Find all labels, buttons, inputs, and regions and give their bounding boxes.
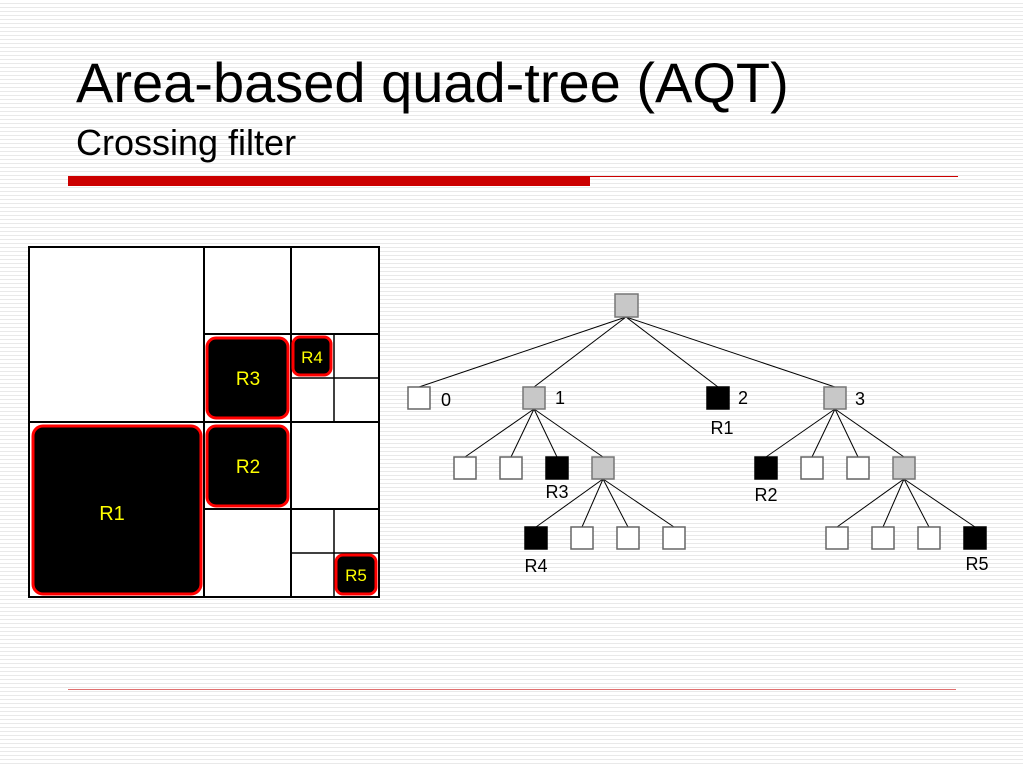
tree-node-3-3-2 <box>917 526 941 550</box>
tree-node-3-1 <box>800 456 824 480</box>
region-r1-label: R1 <box>99 503 125 525</box>
tree-node-1-0 <box>453 456 477 480</box>
tree-edges <box>418 316 976 528</box>
tree-node-1-2-region: R3 <box>545 482 568 502</box>
region-r1: R1 <box>31 424 203 596</box>
tree-node-1-3-0-region: R4 <box>524 556 547 576</box>
slide-subtitle: Crossing filter <box>76 122 297 163</box>
tree-node-1-1 <box>499 456 523 480</box>
tree-node-2-label: 2 <box>738 388 748 408</box>
tree-node-3-3-3-region: R5 <box>965 554 988 574</box>
title-underline-thick <box>68 176 590 186</box>
tree-node-0-label: 0 <box>441 390 451 410</box>
tree-node-3-3 <box>892 456 916 480</box>
footer-divider <box>68 689 956 690</box>
tree-node-1-3-0 <box>524 526 548 550</box>
tree-node-root <box>614 293 639 318</box>
region-r4-label: R4 <box>301 348 323 367</box>
tree-node-3-3-0 <box>825 526 849 550</box>
region-r5: R5 <box>334 553 378 596</box>
tree-node-2 <box>706 386 730 410</box>
tree-node-0 <box>407 386 431 410</box>
region-r4: R4 <box>291 335 333 377</box>
slide-title: Area-based quad-tree (AQT) <box>76 51 789 114</box>
tree-node-3 <box>823 386 847 410</box>
region-r3: R3 <box>205 336 290 420</box>
region-r2-label: R2 <box>236 457 260 478</box>
tree-node-1 <box>522 386 546 410</box>
tree-node-1-3-1 <box>570 526 594 550</box>
tree-node-1-3-2 <box>616 526 640 550</box>
region-r3-label: R3 <box>236 369 260 390</box>
tree-node-1-label: 1 <box>555 388 565 408</box>
region-r5-label: R5 <box>345 566 367 585</box>
region-r2: R2 <box>205 424 290 508</box>
tree-node-3-3-3 <box>963 526 987 550</box>
title-underline-thin <box>590 176 958 177</box>
tree-node-1-3 <box>591 456 615 480</box>
tree-node-3-0-region: R2 <box>754 485 777 505</box>
tree-node-3-label: 3 <box>855 389 865 409</box>
regions: R1 R2 R3 R4 R5 <box>31 335 378 596</box>
tree-node-3-2 <box>846 456 870 480</box>
tree-nodes: 0 1 2 R1 3 R3 R2 R4 R5 <box>407 293 989 576</box>
tree-node-2-region: R1 <box>710 418 733 438</box>
tree-node-1-2 <box>545 456 569 480</box>
tree-node-3-3-1 <box>871 526 895 550</box>
tree-node-3-0 <box>754 456 778 480</box>
tree-node-1-3-3 <box>662 526 686 550</box>
